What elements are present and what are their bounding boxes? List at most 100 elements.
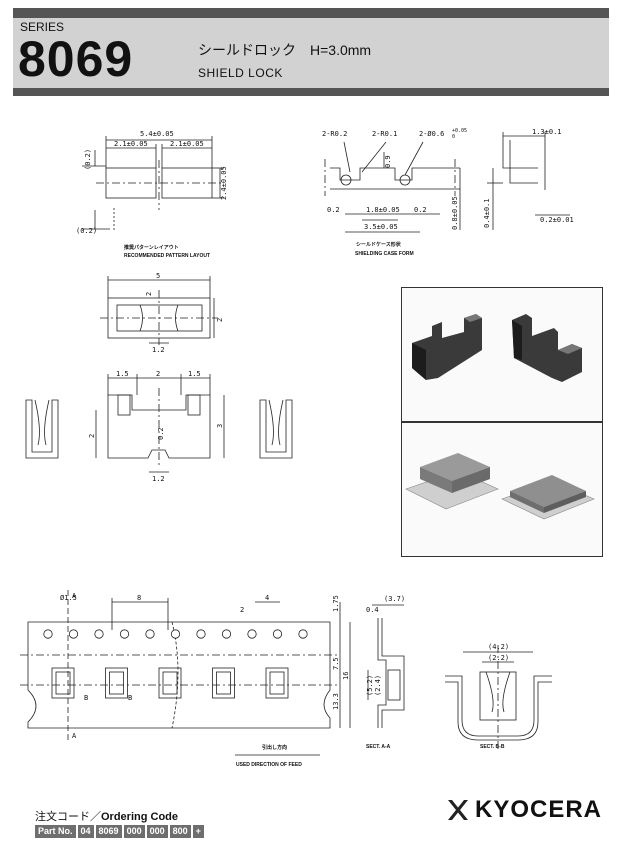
- tape-feed-jp: 引出し方向: [262, 744, 287, 751]
- sprocket-hole: [43, 629, 53, 639]
- tape-pocket: [212, 667, 235, 699]
- tape-width-dim: 16: [342, 672, 350, 680]
- case-r2-dim: 2-R0.1: [372, 130, 397, 138]
- tape-hole-offset-dim: 2: [240, 606, 244, 614]
- section-aa-drawing: [367, 604, 405, 728]
- series-number: 8069: [18, 31, 134, 87]
- sprocket-hole: [298, 629, 308, 639]
- sprocket-hole: [145, 629, 155, 639]
- case-hole-tol-dn: 0: [452, 134, 455, 140]
- sect-a-top-dim: (3.7): [384, 595, 405, 603]
- pattern-left-dim: 2.1±0.05: [114, 140, 148, 148]
- section-bb-drawing: [445, 645, 552, 752]
- clip-left-drawing: [25, 399, 59, 459]
- sprocket-hole: [221, 629, 232, 639]
- side-vert-dim: 0.4±0.1: [483, 198, 491, 228]
- case-right-dim: 0.2: [414, 206, 427, 214]
- front-height-r-dim: 3: [216, 424, 224, 428]
- tape-label-b-right: B: [128, 694, 132, 702]
- case-mid-dim: 1.8±0.05: [366, 206, 400, 214]
- tape-feed-en: USED DIRECTION OF FEED: [236, 762, 302, 768]
- tape-holes: [43, 629, 308, 639]
- sprocket-hole: [196, 629, 206, 639]
- tape-bottom-dim: 13.3: [332, 693, 340, 710]
- tape-pocket: [265, 667, 289, 699]
- carrier-tape-drawing: [20, 590, 351, 756]
- case-r1-dim: 2-R0.2: [322, 130, 347, 138]
- pattern-top-offset: (0.2): [84, 149, 92, 170]
- mounted-illustration: [402, 423, 602, 556]
- side-bottom-dim: 0.2±0.01: [540, 216, 574, 224]
- side-view-drawing: [487, 132, 570, 230]
- recommended-pattern-drawing: [82, 136, 224, 232]
- tape-row-dim: 7.5: [332, 657, 340, 670]
- top-width-dim: 5: [156, 272, 160, 280]
- pattern-bottom-offset: (0.2): [76, 227, 97, 235]
- tape-hole-pitch-dim: 4: [265, 594, 269, 602]
- top-view-drawing: [100, 276, 218, 345]
- sprocket-hole: [68, 629, 79, 639]
- sprocket-hole: [272, 629, 283, 639]
- case-overall-dim: 3.5±0.05: [364, 223, 398, 231]
- clip-right-drawing: [259, 399, 293, 459]
- pattern-height-dim: 2.4±0.05: [220, 166, 228, 200]
- kyocera-logo: KYOCERA: [447, 796, 602, 824]
- front-view-drawing: [95, 374, 225, 473]
- sect-b-outer-dim: (4.2): [488, 643, 509, 651]
- tape-pockets: [51, 667, 289, 699]
- part-code-4: 000: [146, 825, 168, 838]
- pattern-caption-en: RECOMMENDED PATTERN LAYOUT: [124, 253, 210, 259]
- sect-a-h1-dim: (5.2): [366, 675, 374, 696]
- title-japanese: シールドロック H=3.0mm: [198, 42, 372, 58]
- part-code-plus: +: [192, 825, 204, 838]
- tape-label-b-left: B: [84, 694, 88, 702]
- shield-case-mounted-photo: [401, 422, 603, 557]
- kyocera-mark-icon: [448, 800, 468, 820]
- case-caption-jp: シールドケース形状: [356, 241, 402, 248]
- tape-pocket: [51, 667, 75, 699]
- clips-illustration: [402, 288, 602, 421]
- sect-b-caption: SECT. B-B: [480, 744, 505, 750]
- side-top-dim: 1.3±0.1: [532, 128, 562, 136]
- ordering-title-jp: 注文コード／: [35, 811, 101, 823]
- tape-label-a-bottom: A: [72, 732, 77, 740]
- pattern-caption-jp: 推奨パターンレイアウト: [124, 244, 179, 251]
- tape-pocket: [105, 667, 128, 699]
- front-slot-dim: 0.2: [157, 427, 165, 440]
- sprocket-hole: [94, 629, 104, 639]
- tape-edge-dim: 1.75: [332, 595, 340, 612]
- case-hole-dim: 2-Ø0.6: [419, 130, 444, 138]
- sprocket-hole: [170, 629, 181, 639]
- header-bottom-bar: [13, 88, 609, 96]
- case-left-dim: 0.2: [327, 206, 340, 214]
- shielding-case-drawing: [324, 141, 461, 233]
- sprocket-hole: [247, 629, 257, 639]
- pattern-overall-dim: 5.4±0.05: [140, 130, 174, 138]
- top-h-a-dim: 2: [145, 292, 153, 296]
- ordering-title-en: Ordering Code: [101, 811, 179, 823]
- case-hole-tol-up: +0.05: [452, 128, 467, 134]
- series-label: SERIES: [20, 20, 65, 34]
- case-h09-dim: 0.9: [384, 155, 392, 168]
- front-mid-dim: 2: [156, 370, 160, 378]
- title-english: SHIELD LOCK: [198, 66, 283, 80]
- part-number-label: Part No.: [35, 825, 76, 838]
- front-height-l-dim: 2: [88, 434, 96, 438]
- part-code-5: 800: [169, 825, 191, 838]
- tape-hole-dia: Ø1.5: [60, 594, 77, 602]
- sect-a-lip-dim: 0.4: [366, 606, 379, 614]
- front-right-dim: 1.5: [188, 370, 201, 378]
- sect-a-h2-dim: (2.4): [374, 675, 382, 696]
- front-bottom-dim: 1.2: [152, 475, 165, 483]
- top-bottom-dim: 1.2: [152, 346, 165, 354]
- sect-a-caption: SECT. A-A: [366, 744, 391, 750]
- tape-pocket: [158, 667, 182, 699]
- tape-pitch-dim: 8: [137, 594, 141, 602]
- sect-b-inner-dim: (2.2): [488, 654, 509, 662]
- part-code-1: 04: [77, 825, 94, 838]
- pattern-right-dim: 2.1±0.05: [170, 140, 204, 148]
- part-number-row: Part No. 04 8069 000 000 800 +: [35, 825, 204, 838]
- case-height-dim: 0.8±0.05: [451, 196, 459, 230]
- sprocket-hole: [119, 629, 130, 639]
